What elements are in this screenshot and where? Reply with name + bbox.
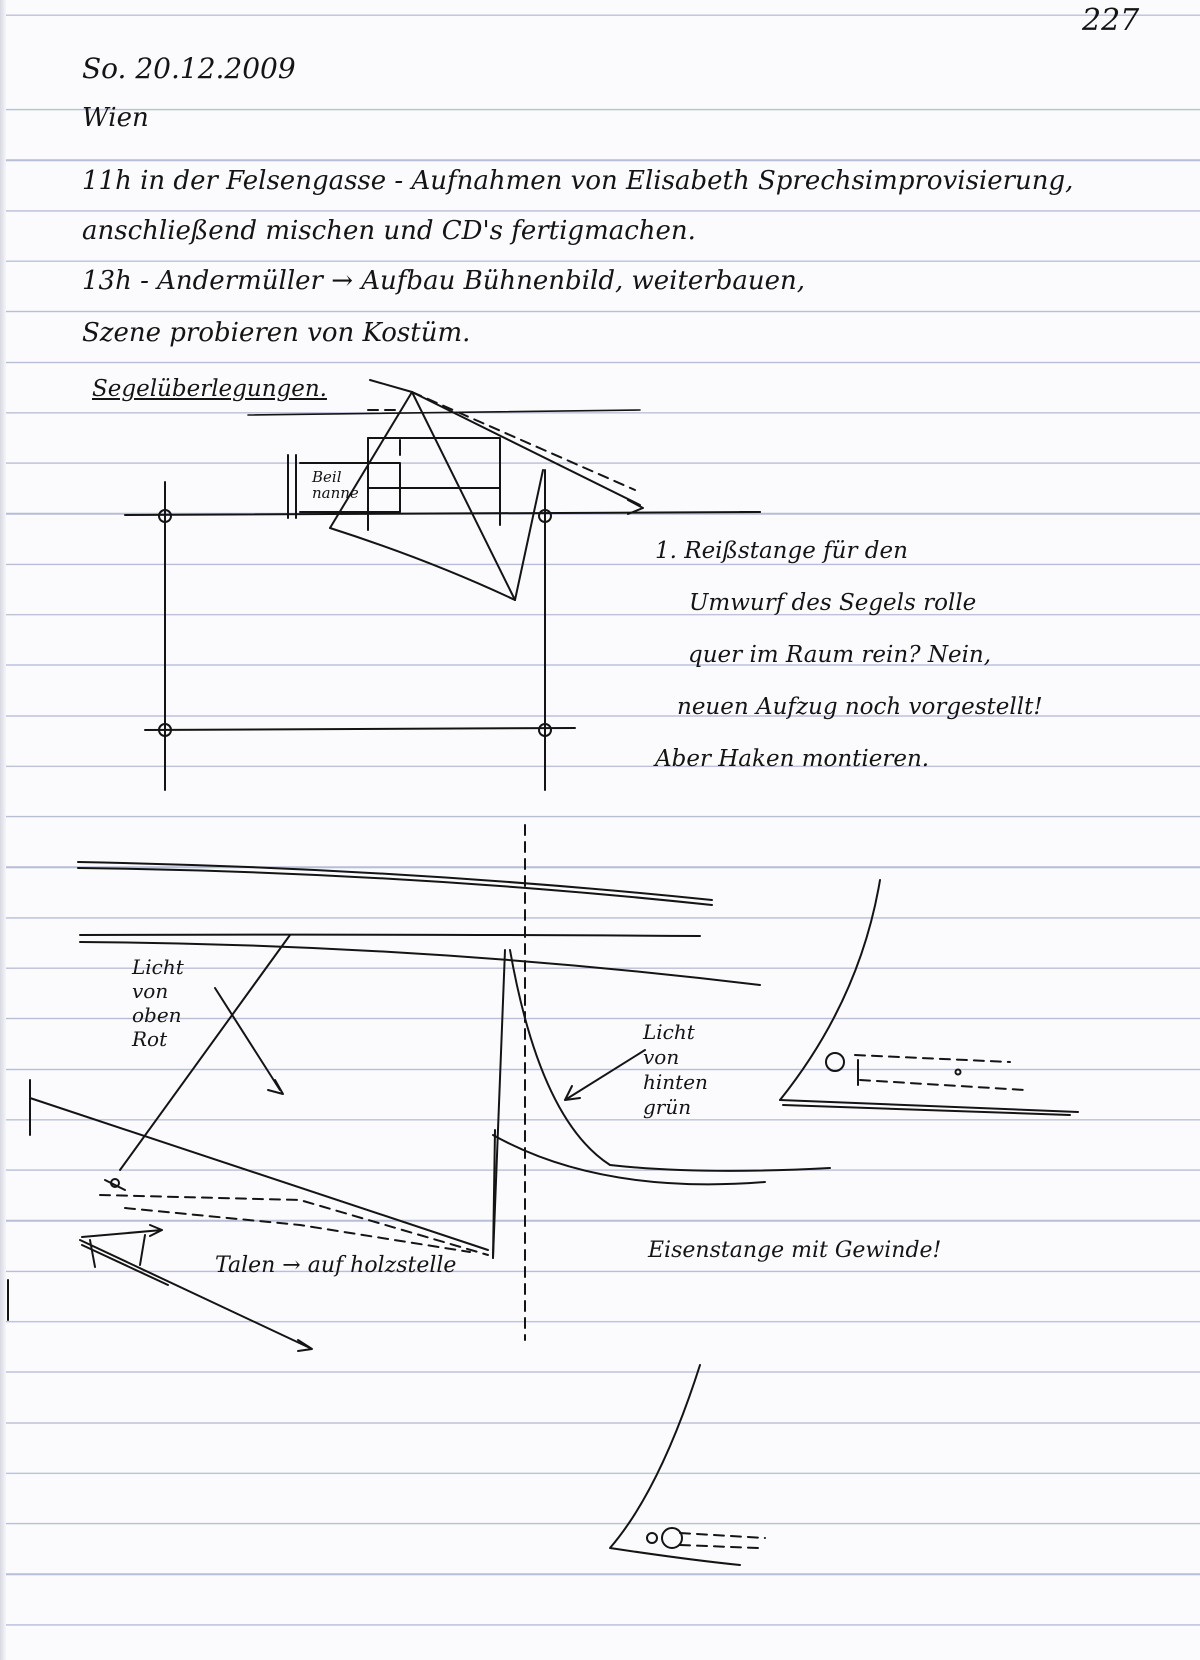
sketch-note-line: neuen Aufzug noch vorgestellt! [677,694,1043,720]
sketch-label-talen: Talen → auf holzstelle [215,1253,457,1278]
sketch-note-line: quer im Raum rein? Nein, [688,642,992,668]
lighting-elevation-sketch [7,824,831,1352]
sketch-label-eisenstange: Eisenstange mit Gewinde! [648,1238,942,1263]
entry-line: anschließend mischen und CD's fertigmach… [82,216,696,246]
sketch-note-line: 1. Reißstange für den [655,538,908,564]
rigging-plan-sketch [124,379,761,791]
page-number: 227 [1082,3,1140,38]
sketch-heading: Segelüberlegungen. [92,376,327,402]
sketch-label-beil: Beil nanne [312,468,359,502]
entry-line: Szene probieren von Kostüm. [82,318,471,348]
heading-underline-stroke [247,409,641,416]
entry-date: So. 20.12.2009 [82,52,296,85]
sketch-label-licht-hinten: Licht von hinten grün [643,1020,708,1119]
page-binding-edge [0,0,6,1660]
sketch-note-line: Umwurf des Segels rolle [689,590,977,616]
threaded-rod-sketch [609,1364,766,1566]
entry-line: 13h - Andermüller → Aufbau Bühnenbild, w… [82,266,806,296]
entry-place: Wien [82,103,149,133]
sail-edge-detail-sketch [779,879,1079,1116]
sketch-note: 1. Reißstange für den Umwurf des Segels … [655,540,1043,800]
sketch-label-licht-oben: Licht von oben Rot [132,955,184,1051]
entry-line: 11h in der Felsengasse - Aufnahmen von E… [82,166,1074,196]
sketch-note-line: Aber Haken montieren. [655,746,930,772]
